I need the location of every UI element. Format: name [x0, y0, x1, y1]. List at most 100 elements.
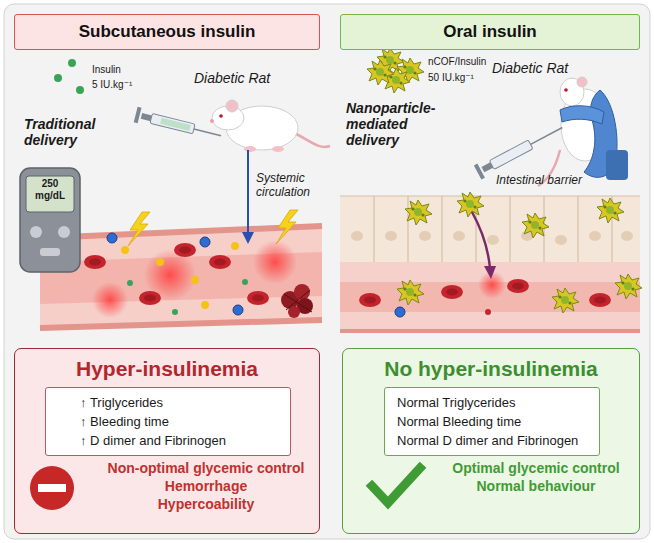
blood-vessel-left	[40, 226, 322, 328]
intestinal-epithelium	[340, 196, 640, 262]
outcome-text: Normal behaviour	[476, 477, 595, 495]
intestinal-epithelium	[597, 198, 624, 223]
blood-vessel-left	[191, 276, 199, 284]
blood-vessel-right	[507, 279, 529, 293]
marker-text: ↑ D dimer and Fibrinogen	[80, 431, 280, 450]
blood-vessel-left	[174, 243, 196, 257]
illustration-label: 250 mg/dL	[27, 178, 73, 201]
intestinal-epithelium	[419, 231, 431, 241]
rat-left	[210, 100, 330, 152]
blood-clot	[281, 284, 313, 318]
blood-vessel-left	[84, 255, 106, 269]
blood-vessel-left	[247, 291, 269, 305]
glucose-meter	[30, 226, 42, 238]
marker-text: Normal D dimer and Fibrinogen	[397, 431, 589, 450]
blood-vessel-right	[615, 274, 642, 299]
delivery-arrow-left	[242, 150, 254, 244]
background-panel	[14, 348, 320, 534]
blood-clot	[284, 290, 312, 312]
rat-left	[226, 100, 238, 112]
glove-hand	[560, 106, 604, 124]
intestinal-epithelium	[453, 231, 465, 241]
outcome-text: Hemorrhage	[165, 477, 247, 495]
outcome-text: Non-optimal glycemic control	[108, 459, 305, 477]
blood-vessel-left	[276, 210, 298, 244]
intestinal-epithelium	[522, 213, 549, 238]
syringe-left	[150, 113, 195, 133]
illustration-label: Traditional delivery	[24, 116, 124, 148]
intestinal-epithelium	[405, 200, 432, 225]
intestinal-epithelium	[351, 231, 633, 245]
intestinal-epithelium	[374, 196, 612, 262]
insulin-dots	[54, 59, 84, 94]
blood-vessel-left	[40, 320, 322, 328]
outcome-text: Hypercoability	[158, 495, 254, 513]
blood-vessel-left	[233, 305, 243, 315]
blood-vessel-right	[589, 293, 611, 307]
gavage-syringe	[474, 164, 485, 180]
blood-vessel-right	[359, 293, 381, 307]
glucose-meter	[20, 168, 80, 272]
intestinal-epithelium	[340, 196, 640, 262]
blood-vessel-left	[200, 237, 210, 247]
delivery-arrow-left	[242, 232, 254, 244]
blood-vessel-left	[40, 210, 322, 328]
illustration-label: Nanoparticle-mediated delivery	[346, 100, 456, 148]
nanoparticles-top	[367, 48, 424, 93]
delivery-arrow-left	[247, 150, 249, 234]
outcome-text: Optimal glycemic control	[452, 459, 619, 477]
illustration-label: Diabetic Rat	[194, 70, 270, 86]
rat-right	[577, 77, 587, 87]
intestinal-epithelium	[351, 231, 363, 241]
rat-left	[219, 114, 223, 118]
glove-hand	[606, 150, 628, 180]
syringe-left	[134, 107, 223, 144]
blood-vessel-right	[485, 309, 491, 315]
header-box: Oral insulin	[340, 14, 640, 50]
delivery-arrow-right	[472, 212, 496, 279]
blood-clot	[288, 306, 300, 318]
intestinal-epithelium	[340, 195, 640, 196]
illustration-label: Diabetic Rat	[492, 60, 568, 76]
outcome-box: Hyper-insulinemiaNon-optimal glycemic co…	[14, 348, 320, 534]
rat-left	[210, 119, 214, 123]
illustration-label: 50 IU.kg⁻¹	[428, 72, 474, 84]
illustration-label: Insulin	[92, 64, 121, 76]
glucose-meter	[26, 176, 74, 212]
blood-vessel-right	[397, 280, 424, 305]
blood-vessel-left	[127, 280, 133, 286]
syringe-left	[194, 129, 221, 136]
marker-text: ↑ Triglycerides	[80, 393, 280, 412]
marker-text: ↑ Bleeding time	[80, 412, 280, 431]
outcome-title: No hyper-insulinemia	[343, 357, 639, 381]
blood-vessel-left	[209, 255, 231, 269]
glucose-meter	[58, 226, 70, 238]
gavage-syringe	[531, 127, 563, 144]
blood-vessel-right	[340, 262, 642, 332]
outcome-box: No hyper-insulinemiaOptimal glycemic con…	[342, 348, 640, 534]
glucose-meter	[20, 168, 80, 272]
delivery-arrow-right	[484, 266, 496, 279]
blood-vessel-right	[552, 288, 579, 313]
gavage-syringe	[474, 120, 566, 179]
rat-left	[272, 146, 284, 152]
outcome-list: Optimal glycemic controlNormal behaviour	[435, 459, 637, 495]
outcome-list: Non-optimal glycemic controlHemorrhageHy…	[95, 459, 317, 513]
minus-icon	[30, 466, 74, 510]
marker-list-box: Normal TriglyceridesNormal Bleeding time…	[384, 387, 600, 456]
intestinal-epithelium	[457, 192, 484, 217]
minus-icon	[38, 484, 66, 492]
intestinal-epithelium	[555, 235, 567, 245]
blood-vessel-left	[156, 258, 164, 266]
blood-vessel-left	[253, 240, 297, 284]
header-text: Oral insulin	[443, 22, 537, 42]
illustration-label: nCOF/Insulin	[428, 56, 486, 68]
blood-vessel-left	[231, 242, 239, 250]
marker-text: Normal Triglycerides	[397, 393, 589, 412]
blood-vessel-left	[121, 246, 129, 254]
check-icon	[372, 468, 420, 503]
blood-vessel-left	[128, 212, 150, 246]
blood-vessel-left	[201, 301, 209, 309]
intestinal-epithelium	[340, 192, 640, 262]
